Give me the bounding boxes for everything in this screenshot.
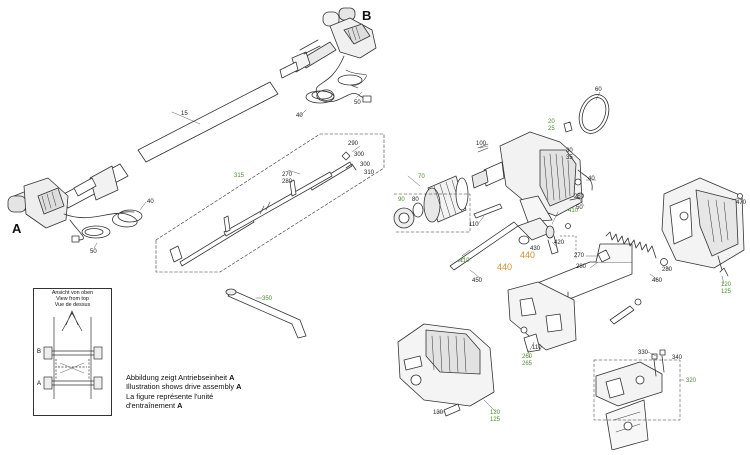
part-280-c: 280	[576, 264, 587, 270]
part-280-d: 280	[662, 267, 673, 273]
part-270-b: 270	[574, 253, 585, 259]
part-125-b: 125	[490, 417, 501, 423]
inset-title-de: Ansicht von oben	[51, 290, 94, 296]
part-280: 280	[282, 179, 293, 185]
part-130: 130	[433, 410, 444, 416]
part-410: 410	[568, 208, 579, 214]
clamp-assembly	[595, 349, 666, 451]
inset-mark-b: B	[37, 349, 42, 355]
crank-lever	[227, 289, 307, 339]
main-frame	[507, 243, 633, 351]
side-cover-right	[661, 177, 745, 269]
part-35: 35	[566, 155, 573, 161]
cable-a	[63, 211, 138, 228]
top-view-inset: Ansicht von oben View from top Vue de de…	[33, 288, 112, 416]
part-310: 310	[364, 170, 375, 176]
assembly-label-a: A	[12, 221, 22, 236]
drive-handle-unit-b	[279, 7, 377, 79]
part-20: 20	[548, 119, 555, 125]
caption-de: Abbildung zeigt Antriebseinheit A	[126, 373, 235, 382]
part-260: 260	[522, 354, 533, 360]
part-265: 265	[522, 361, 533, 367]
tension-lever	[517, 217, 559, 255]
part-100: 100	[476, 141, 487, 147]
part-350: 350	[262, 296, 273, 302]
part-340: 340	[672, 355, 683, 361]
part-40-c: 40	[588, 176, 595, 182]
part-280-b: 280	[574, 194, 585, 200]
part-440-a: 440	[520, 250, 535, 260]
top-view-sketch	[43, 310, 103, 399]
part-110-b: 110	[460, 258, 470, 264]
part-40-b: 40	[296, 113, 303, 119]
inset-title-fr: Vue de dessus	[54, 302, 91, 309]
caption-fr2: d'entraînement A	[126, 400, 183, 410]
inset-title-en: View from top	[56, 296, 89, 303]
drive-handle-unit-a	[7, 163, 129, 229]
part-50-c: 50	[576, 205, 583, 211]
part-430: 430	[530, 246, 541, 252]
part-30: 30	[566, 148, 573, 154]
part-315: 315	[234, 173, 245, 179]
part-330: 330	[638, 350, 649, 356]
part-120-b: 120	[490, 410, 501, 416]
assembly-label-b: B	[362, 8, 371, 23]
inset-title: Ansicht von oben View from top Vue de de…	[34, 290, 111, 308]
part-120-a: 120	[721, 282, 732, 288]
part-70: 70	[418, 174, 425, 180]
rod-assembly-frame	[155, 133, 385, 273]
roller-drum	[423, 175, 469, 223]
part-300-top: 300	[354, 152, 365, 158]
part-110-c: 110	[532, 345, 542, 351]
caption: Abbildung zeigt Antriebseinheit A Illust…	[126, 373, 326, 410]
tension-spring	[605, 231, 657, 259]
part-460: 460	[652, 278, 663, 284]
part-25: 25	[548, 126, 555, 132]
part-50-b: 50	[354, 100, 361, 106]
part-80: 80	[412, 197, 419, 203]
long-tube	[137, 81, 279, 163]
inset-mark-a: A	[37, 381, 42, 387]
part-420: 420	[554, 240, 565, 246]
part-125-a: 125	[721, 289, 732, 295]
part-320: 320	[686, 378, 697, 384]
part-270: 270	[282, 172, 293, 178]
part-450: 450	[472, 278, 483, 284]
part-50-a: 50	[90, 249, 97, 255]
caption-fr1: La figure représente l'unité	[126, 391, 214, 401]
part-470: 470	[736, 200, 747, 206]
side-cover-left	[397, 323, 495, 407]
part-15: 15	[181, 111, 188, 117]
part-60: 60	[595, 87, 602, 93]
part-40-a: 40	[147, 199, 154, 205]
part-90: 90	[398, 197, 405, 203]
caption-en: Illustration shows drive assembly A	[126, 382, 242, 392]
part-300: 300	[360, 162, 371, 168]
part-290: 290	[348, 141, 359, 147]
part-440-b: 440	[497, 262, 512, 272]
cable-b	[315, 55, 369, 103]
clamp-ring	[578, 94, 610, 134]
motor-housing	[471, 131, 593, 223]
part-110-a: 110	[469, 222, 479, 228]
